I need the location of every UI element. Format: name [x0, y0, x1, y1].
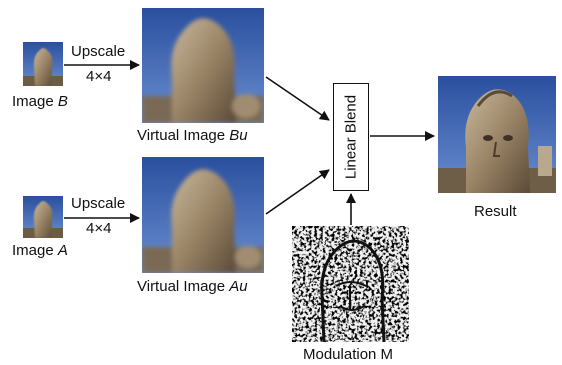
- virtual-image-bu: [142, 8, 264, 123]
- virtual-image-au: [142, 157, 264, 273]
- image-a-label: Image A: [12, 242, 68, 259]
- result-image: [438, 76, 556, 193]
- virtual-image-au-label: Virtual Image Au: [137, 278, 248, 295]
- image-b-thumbnail: [23, 42, 63, 86]
- upscale-top-label: Upscale: [71, 43, 126, 60]
- linear-blend-box: Linear Blend: [333, 83, 369, 191]
- arrow-au-to-blend: [265, 169, 330, 215]
- modulation-label: Modulation M: [303, 346, 394, 363]
- modulation-map: [292, 226, 409, 342]
- result-label: Result: [474, 203, 517, 220]
- upscale-bottom-label: Upscale: [71, 195, 126, 212]
- image-a-thumbnail: [23, 196, 63, 238]
- virtual-image-bu-label: Virtual Image Bu: [137, 127, 248, 144]
- upscale-bottom-factor: 4×4: [86, 220, 112, 237]
- arrow-bu-to-blend: [265, 76, 330, 121]
- upscale-top-factor: 4×4: [86, 68, 112, 85]
- image-b-label: Image B: [12, 93, 68, 110]
